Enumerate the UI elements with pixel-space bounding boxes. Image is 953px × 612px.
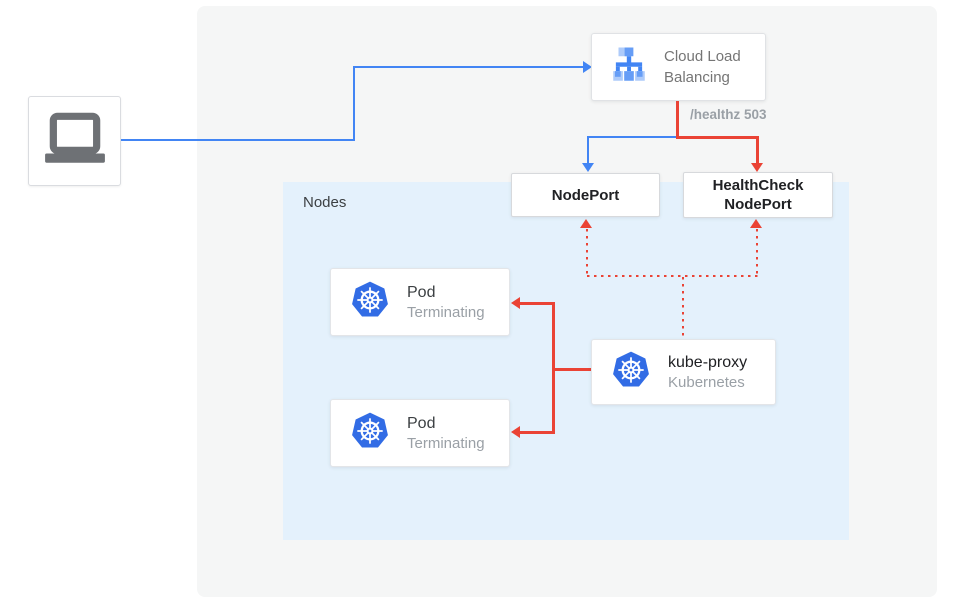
connector-to-nodeport-v [587, 136, 589, 163]
connector-client-v [353, 66, 355, 141]
cloud-load-balancing-card: Cloud Load Balancing [591, 33, 766, 101]
arrowhead-into-hc-nodeport [751, 163, 763, 172]
healthcheck-nodeport-label: HealthCheck NodePort [712, 177, 804, 213]
client-card [28, 96, 121, 186]
kubernetes-icon [610, 349, 652, 396]
connector-pods-spine [552, 302, 555, 434]
pod-text: Pod Terminating [407, 413, 485, 454]
healthcheck-nodeport-card: HealthCheck NodePort [683, 172, 833, 218]
pod-title: Pod [407, 283, 436, 301]
pod-status: Terminating [407, 434, 485, 452]
kubernetes-icon [349, 410, 391, 457]
laptop-icon [42, 111, 108, 172]
nodeport-card: NodePort [511, 173, 660, 217]
arrowhead-dotted-hc-nodeport [750, 219, 762, 228]
cloud-load-balancing-icon [608, 44, 650, 91]
dotted-to-nodeport [586, 229, 588, 277]
connector-split-blue-h [587, 136, 677, 138]
kube-proxy-title: kube-proxy [668, 353, 748, 371]
pod-card-1: Pod Terminating [330, 268, 510, 336]
kubernetes-icon [349, 279, 391, 326]
connector-kube-proxy-left [552, 368, 592, 371]
cloud-load-balancing-label: Cloud Load Balancing [664, 48, 741, 86]
arrowhead-into-nodeport [582, 163, 594, 172]
pod-text: Pod Terminating [407, 282, 485, 323]
connector-clb-down [676, 101, 679, 137]
connector-to-pod2 [520, 431, 554, 434]
dotted-to-hc-nodeport [756, 229, 758, 277]
pod-status: Terminating [407, 303, 485, 321]
connector-client-to-clb [353, 66, 583, 68]
kube-proxy-subtitle: Kubernetes [668, 373, 745, 391]
arrowhead-into-clb [583, 61, 592, 73]
dotted-split-h [587, 275, 759, 277]
pod-title: Pod [407, 414, 436, 432]
connector-to-hc-nodeport-v [756, 136, 759, 163]
connector-to-pod1 [520, 302, 554, 305]
kube-proxy-card: kube-proxy Kubernetes [591, 339, 776, 405]
connector-split-red-h [676, 136, 759, 139]
dotted-kube-proxy-up [682, 277, 684, 339]
kube-proxy-text: kube-proxy Kubernetes [668, 352, 747, 393]
nodes-panel-label: Nodes [303, 194, 347, 211]
nodeport-label: NodePort [551, 186, 620, 204]
connector-client-h [121, 139, 355, 141]
arrowhead-into-pod1 [511, 297, 520, 309]
arrowhead-dotted-nodeport [580, 219, 592, 228]
healthz-status-label: /healthz 503 [690, 107, 767, 122]
arrowhead-into-pod2 [511, 426, 520, 438]
pod-card-2: Pod Terminating [330, 399, 510, 467]
